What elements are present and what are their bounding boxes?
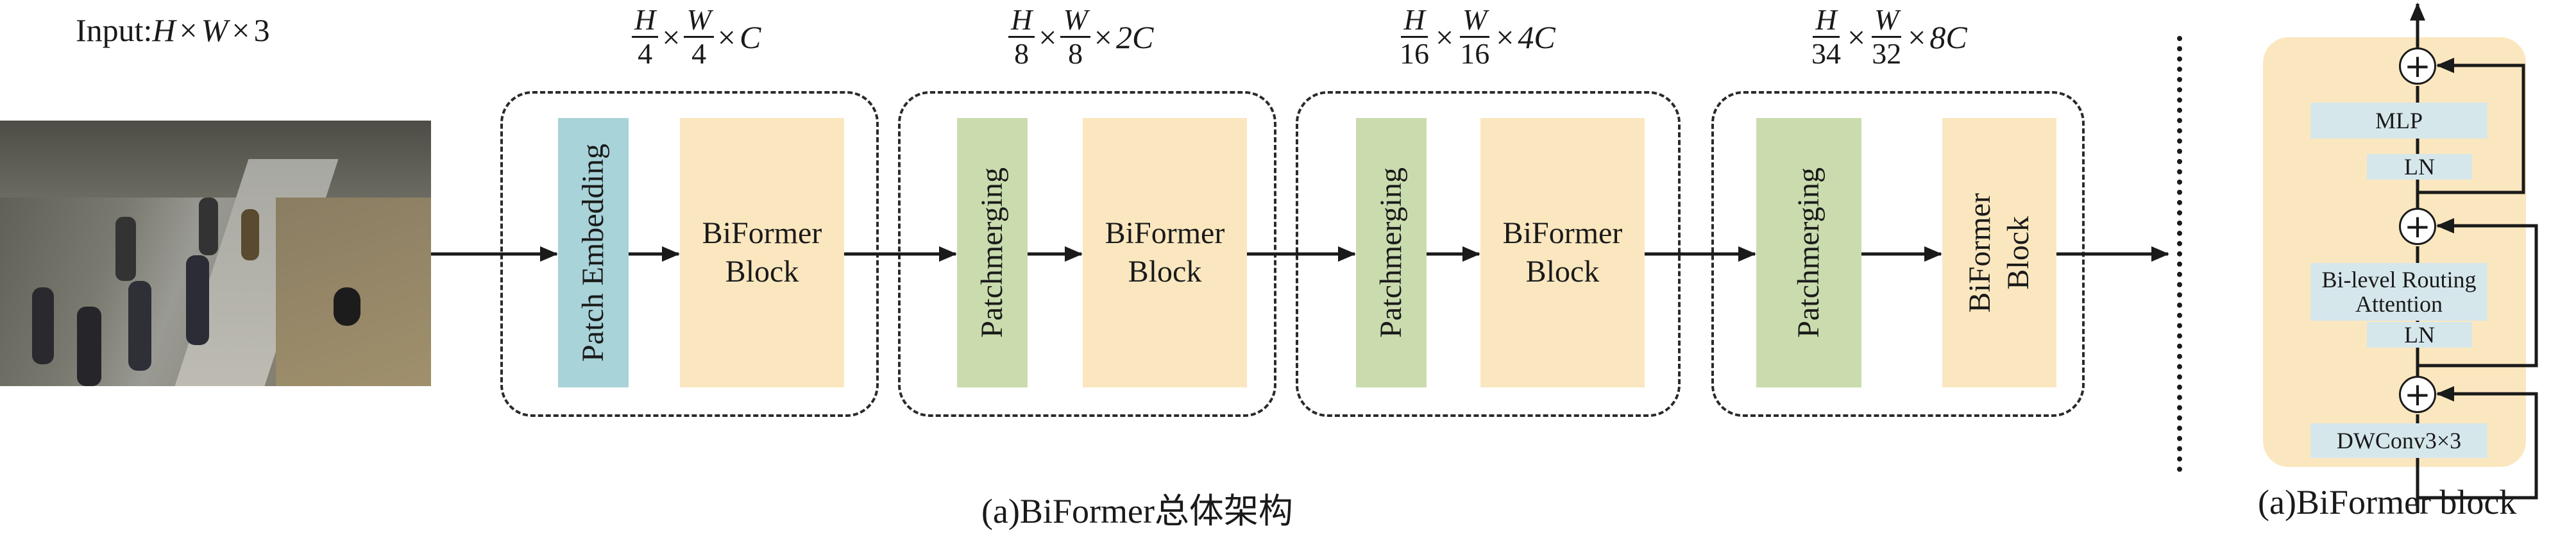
add-node-top: + [2399, 47, 2436, 85]
add-node-middle: + [2399, 208, 2436, 245]
input-label: Input: [76, 12, 153, 48]
patch-embedding-block: Patch Embedding [558, 118, 629, 387]
add-node-bottom: + [2399, 376, 2436, 413]
input-image [0, 121, 431, 386]
caption-block: (a)BiFormer block [2258, 483, 2517, 521]
dwconv-box: DWConv3×3 [2310, 423, 2487, 458]
separator-dotted [2177, 36, 2182, 472]
ln-box-2: LN [2367, 322, 2472, 348]
input-dims-label: Input: H × W × 3 [76, 12, 270, 48]
patchmerging-block-2: Patchmerging [957, 118, 1028, 387]
attention-box: Bi-level Routing Attention [2310, 263, 2487, 321]
patchmerging-block-3: Patchmerging [1356, 118, 1427, 387]
patchmerging-block-4: Patchmerging [1756, 118, 1861, 387]
ln-box-1: LN [2367, 154, 2472, 180]
mlp-box: MLP [2310, 103, 2487, 139]
caption-overall: (a)BiFormer总体架构 [981, 492, 1293, 530]
